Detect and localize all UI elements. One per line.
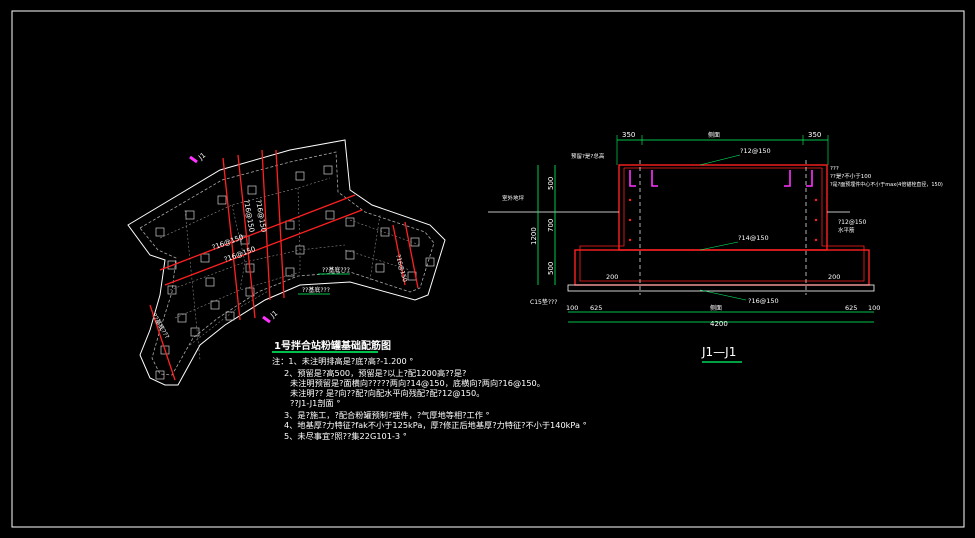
anchor-bolts <box>629 170 813 187</box>
column-cap <box>425 257 435 267</box>
column-cap <box>295 171 305 181</box>
column-cap <box>167 285 177 295</box>
column-cap <box>285 267 295 277</box>
cover-left: 200 <box>606 273 618 281</box>
left-dim-total: 1200 <box>530 227 538 245</box>
rebar-label-5: ?16@150 <box>394 254 408 283</box>
note-line-4: 未注明?? 是?向??配?向配水平向残配?配?12@150。 <box>290 388 484 398</box>
pedestal <box>618 164 828 251</box>
rebar-label-4: ?16@150 <box>254 199 268 233</box>
column-cap <box>225 311 235 321</box>
ground-label: 室外地坪 <box>502 194 525 202</box>
right-note-4: 水平筋 <box>838 226 855 234</box>
column-cap <box>155 227 165 237</box>
note-line-7: 4、地基厚?力特征?fak不小于125kPa，厚?修正后地基厚?力特征?不小于1… <box>284 420 587 430</box>
column-caps <box>155 165 435 380</box>
section-label-top: J1 <box>196 151 207 162</box>
rebar-cage <box>579 168 865 282</box>
bottom-dim-1: 100 <box>566 304 578 312</box>
section-mark-bottom <box>262 315 271 324</box>
column-cap <box>380 227 390 237</box>
rebar-label-2: ?16@150 <box>223 245 257 264</box>
bottom-dim-5: 100 <box>868 304 880 312</box>
column-cap <box>345 217 355 227</box>
right-note-2: ??是?不小于100 <box>830 172 872 180</box>
column-cap <box>167 260 177 270</box>
bottom-dim-3: 侧面 <box>710 304 722 312</box>
total-width: 4200 <box>710 320 728 328</box>
section-label-bottom: J1 <box>268 309 279 320</box>
note-line-5: ??J1-J1剖面 ° <box>290 398 340 408</box>
column-cap <box>240 235 250 245</box>
slab-inner-outline <box>139 151 435 376</box>
column-cap <box>210 300 220 310</box>
note-small-2: ??基底??? <box>302 286 330 294</box>
footing <box>574 249 870 286</box>
cover-right: 200 <box>828 273 840 281</box>
top-dim-right: 350 <box>808 131 821 139</box>
grid-lines <box>159 177 421 361</box>
drawing-title: 1号拌合站粉罐基础配筋图 <box>274 339 391 352</box>
column-cap <box>205 277 215 287</box>
column-cap <box>160 345 170 355</box>
section-mark-top <box>189 155 198 164</box>
rebar-label-1: ?16@150 <box>211 233 245 252</box>
section-j1: 350 侧面 350 室外地坪 预留?是? <box>488 131 943 363</box>
column-cap <box>375 263 385 273</box>
bottom-dim-2: 625 <box>590 304 602 312</box>
column-cap <box>217 195 227 205</box>
rebar-strips <box>149 149 419 381</box>
general-notes: 注：1、未注明排高是?底?高?-1.200 ° 2、预留是?高500，预留是?以… <box>272 356 587 441</box>
column-cap <box>190 327 200 337</box>
note-line-1: 注：1、未注明排高是?底?高?-1.200 ° <box>272 356 413 366</box>
rebar-callout-side: ?12@150 <box>838 219 866 226</box>
left-dim-1: 500 <box>547 177 555 190</box>
column-cap <box>323 165 333 175</box>
column-cap <box>177 313 187 323</box>
note-small-1: ??基底??? <box>322 266 350 274</box>
right-note-1: ??? <box>830 166 839 172</box>
left-dim-3: 500 <box>547 262 555 275</box>
section-title: J1—J1 <box>701 345 736 359</box>
column-cap <box>185 210 195 220</box>
rebar-callout-mid: ?14@150 <box>738 234 769 242</box>
rebar-callout-top: ?12@150 <box>740 147 771 155</box>
blinding-layer <box>567 284 875 292</box>
column-cap <box>345 250 355 260</box>
anchor-centerlines <box>639 160 807 295</box>
column-cap <box>285 220 295 230</box>
top-dim-mid: 侧面 <box>708 131 720 139</box>
left-dim-2: 700 <box>547 219 555 232</box>
sheet-border <box>11 10 965 528</box>
column-cap <box>325 210 335 220</box>
right-note-3: ?是?面预埋件中心不小于max(4倍锚栓直径，150) <box>830 181 943 188</box>
column-cap <box>155 370 165 380</box>
column-cap <box>200 253 210 263</box>
top-dim-left: 350 <box>622 131 635 139</box>
blinding-label: C15垫??? <box>530 298 557 306</box>
column-cap <box>247 185 257 195</box>
rebar-dots <box>628 198 818 242</box>
note-line-3: 未注明预留是?面横向?????两向?14@150，底横向?两向?16@150。 <box>290 378 545 388</box>
slab-outline <box>127 139 446 386</box>
rebar-callout-bottom: ?16@150 <box>748 297 779 305</box>
column-cap <box>245 287 255 297</box>
bottom-dim-4: 625 <box>845 304 857 312</box>
note-line-6: 3、是?施工，?配合粉罐预制?埋件，?气厚地等相?工作 ° <box>284 410 490 420</box>
pedestal-label: 预留?是?总高 <box>571 152 605 160</box>
note-line-2: 2、预留是?高500，预留是?以上?配1200高??是? <box>284 368 466 378</box>
note-line-8: 5、未尽事宜?照??集22G101-3 ° <box>284 431 407 441</box>
column-cap <box>295 245 305 255</box>
